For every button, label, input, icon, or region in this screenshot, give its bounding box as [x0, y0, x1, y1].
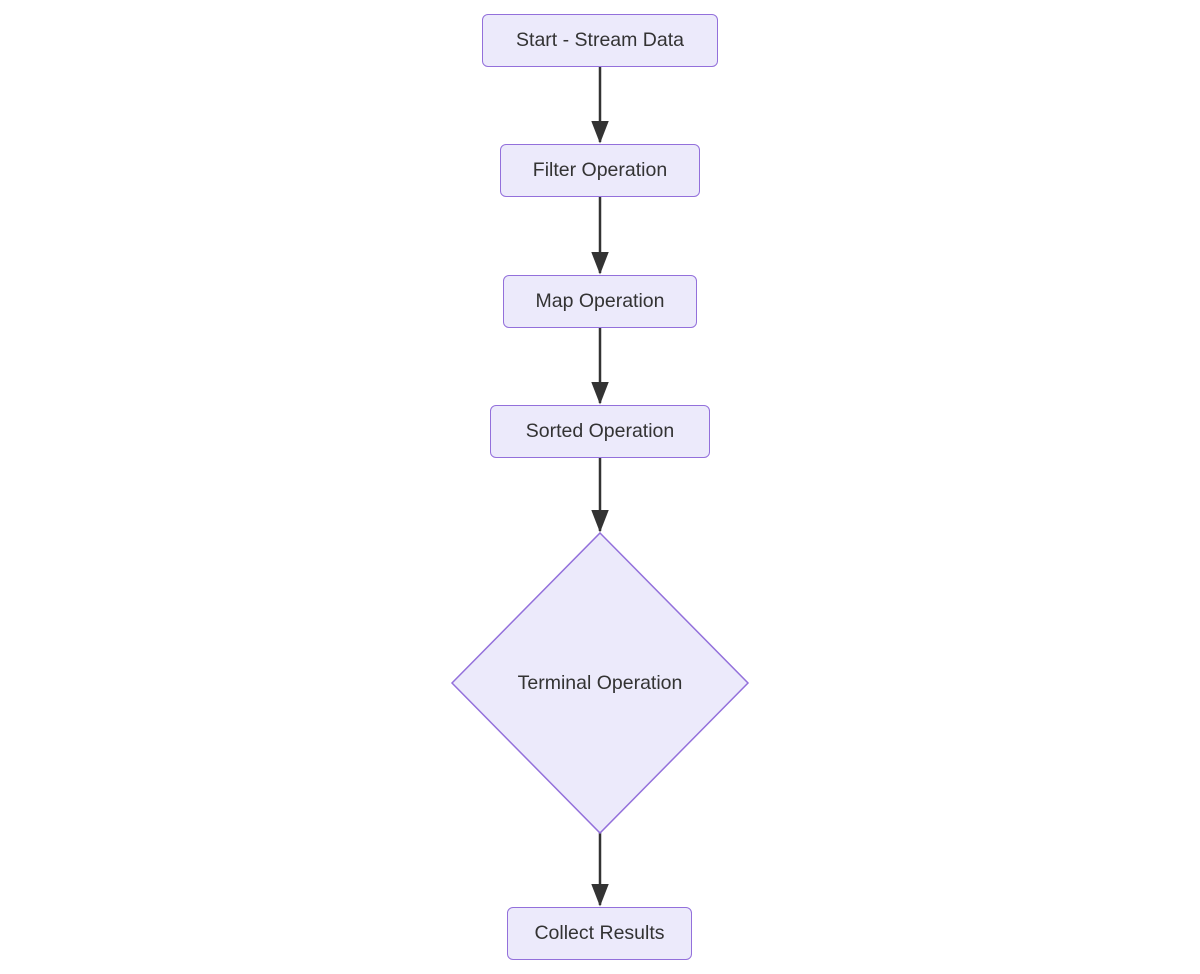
node-label: Filter Operation	[532, 158, 668, 181]
node-label: Collect Results	[534, 921, 665, 944]
node-map-operation[interactable]: Map Operation	[503, 275, 697, 328]
node-label: Map Operation	[535, 289, 665, 312]
node-sorted-operation[interactable]: Sorted Operation	[490, 405, 710, 458]
node-label: Start - Stream Data	[516, 28, 684, 51]
node-terminal-operation[interactable]	[450, 531, 750, 835]
node-filter-operation[interactable]: Filter Operation	[500, 144, 700, 197]
node-collect-results[interactable]: Collect Results	[507, 907, 692, 960]
node-start-stream-data[interactable]: Start - Stream Data	[482, 14, 718, 67]
node-label: Sorted Operation	[525, 419, 675, 442]
